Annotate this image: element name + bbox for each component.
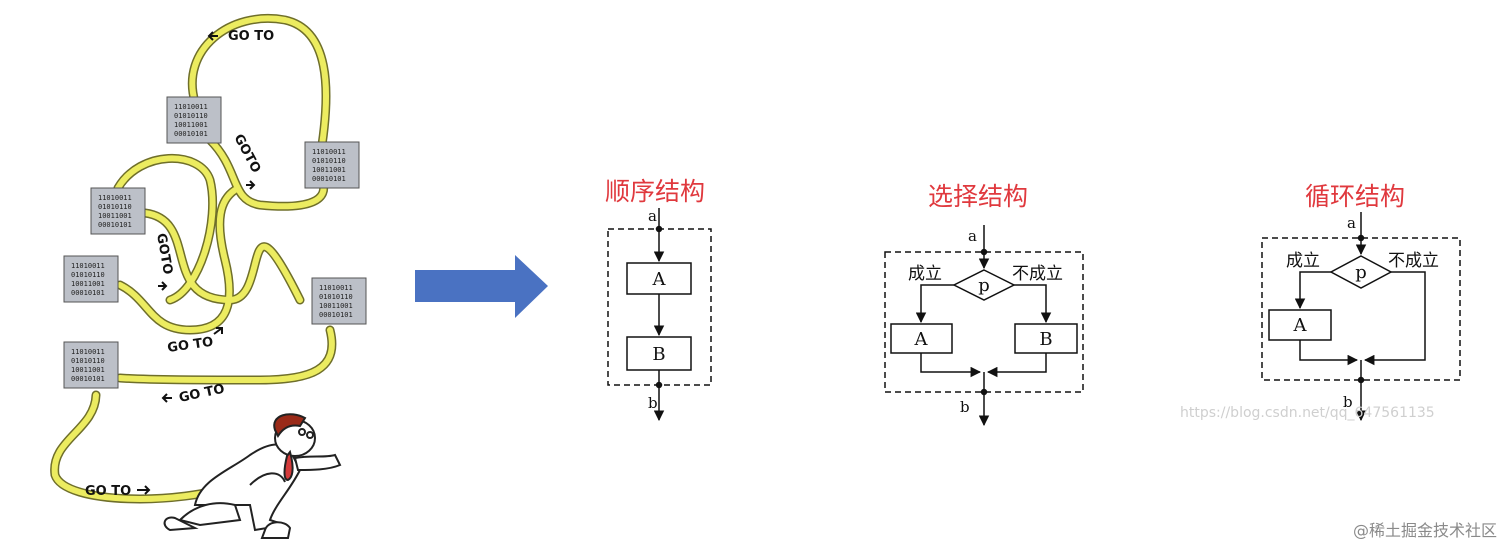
binary-line: 10011001	[312, 166, 346, 174]
loop-true-label: 成立	[1286, 251, 1320, 271]
binary-line: 00010101	[174, 130, 208, 138]
loop-box-a-label: A	[1293, 315, 1308, 336]
sequence-exit-label: b	[648, 394, 658, 412]
transition-arrow	[415, 255, 548, 318]
binary-line: 00010101	[312, 175, 346, 183]
binary-line: 11010011	[98, 194, 132, 202]
binary-chip-group: 1101001101010110100110010001010111010011…	[63, 96, 367, 389]
binary-line: 00010101	[98, 221, 132, 229]
binary-line: 11010011	[71, 348, 105, 356]
binary-line: 11010011	[319, 284, 353, 292]
sequence-box-a-label: A	[652, 269, 667, 290]
selection-boundary	[884, 251, 1084, 393]
selection-box-b-label: B	[1039, 329, 1052, 350]
running-man-illustration	[163, 413, 342, 539]
selection-box-a-label: A	[914, 329, 929, 350]
selection-title: 选择结构	[928, 182, 1028, 211]
sequence-entry-label: a	[648, 207, 657, 225]
selection-decision	[952, 269, 1016, 301]
binary-line: 01010110	[71, 357, 105, 365]
loop-false-label: 不成立	[1388, 251, 1439, 271]
spaghetti-illustration: 1101001101010110100110010001010111010011…	[50, 14, 367, 539]
sequence-title: 顺序结构	[605, 177, 705, 206]
selection-entry-label: a	[968, 227, 977, 245]
binary-line: 10011001	[319, 302, 353, 310]
loop-exit-label: b	[1343, 393, 1353, 411]
binary-line: 11010011	[312, 148, 346, 156]
binary-line: 10011001	[174, 121, 208, 129]
binary-line: 01010110	[71, 271, 105, 279]
sequence-box-a	[626, 262, 692, 295]
binary-line: 10011001	[98, 212, 132, 220]
selection-exit-label: b	[960, 398, 970, 416]
selection-false-label: 不成立	[1012, 264, 1063, 284]
loop-structure: 循环结构 a b p 成立 不成立 A	[1261, 182, 1461, 422]
loop-title: 循环结构	[1305, 182, 1405, 211]
goto-label: GOTO	[230, 132, 263, 176]
binary-line: 00010101	[71, 375, 105, 383]
goto-label: GO TO	[166, 335, 214, 356]
loop-condition: p	[1355, 262, 1367, 283]
binary-line: 00010101	[71, 289, 105, 297]
selection-true-label: 成立	[908, 264, 942, 284]
binary-line: 11010011	[174, 103, 208, 111]
watermark-url: https://blog.csdn.net/qq_647561135	[1180, 405, 1435, 421]
binary-line: 01010110	[98, 203, 132, 211]
selection-box-b	[1014, 323, 1078, 354]
selection-structure: 选择结构 a b p 成立 不成立 A B	[884, 182, 1084, 427]
binary-line: 00010101	[319, 311, 353, 319]
sequence-box-b-label: B	[652, 344, 665, 365]
binary-line: 01010110	[319, 293, 353, 301]
binary-line: 01010110	[312, 157, 346, 165]
loop-box-a	[1268, 309, 1332, 341]
goto-label: GO TO	[85, 484, 131, 499]
binary-line: 01010110	[174, 112, 208, 120]
sequence-structure: 顺序结构 a b A B	[605, 177, 712, 422]
selection-box-a	[890, 323, 953, 354]
loop-entry-label: a	[1347, 214, 1356, 232]
site-credit: @稀土掘金技术社区	[1353, 521, 1497, 540]
binary-line: 10011001	[71, 280, 105, 288]
goto-label: GO TO	[178, 382, 226, 406]
selection-condition: p	[978, 275, 990, 296]
binary-line: 10011001	[71, 366, 105, 374]
goto-label: GO TO	[228, 29, 274, 44]
binary-line: 11010011	[71, 262, 105, 270]
loop-decision	[1329, 255, 1393, 289]
goto-label: GOTO	[153, 232, 175, 276]
